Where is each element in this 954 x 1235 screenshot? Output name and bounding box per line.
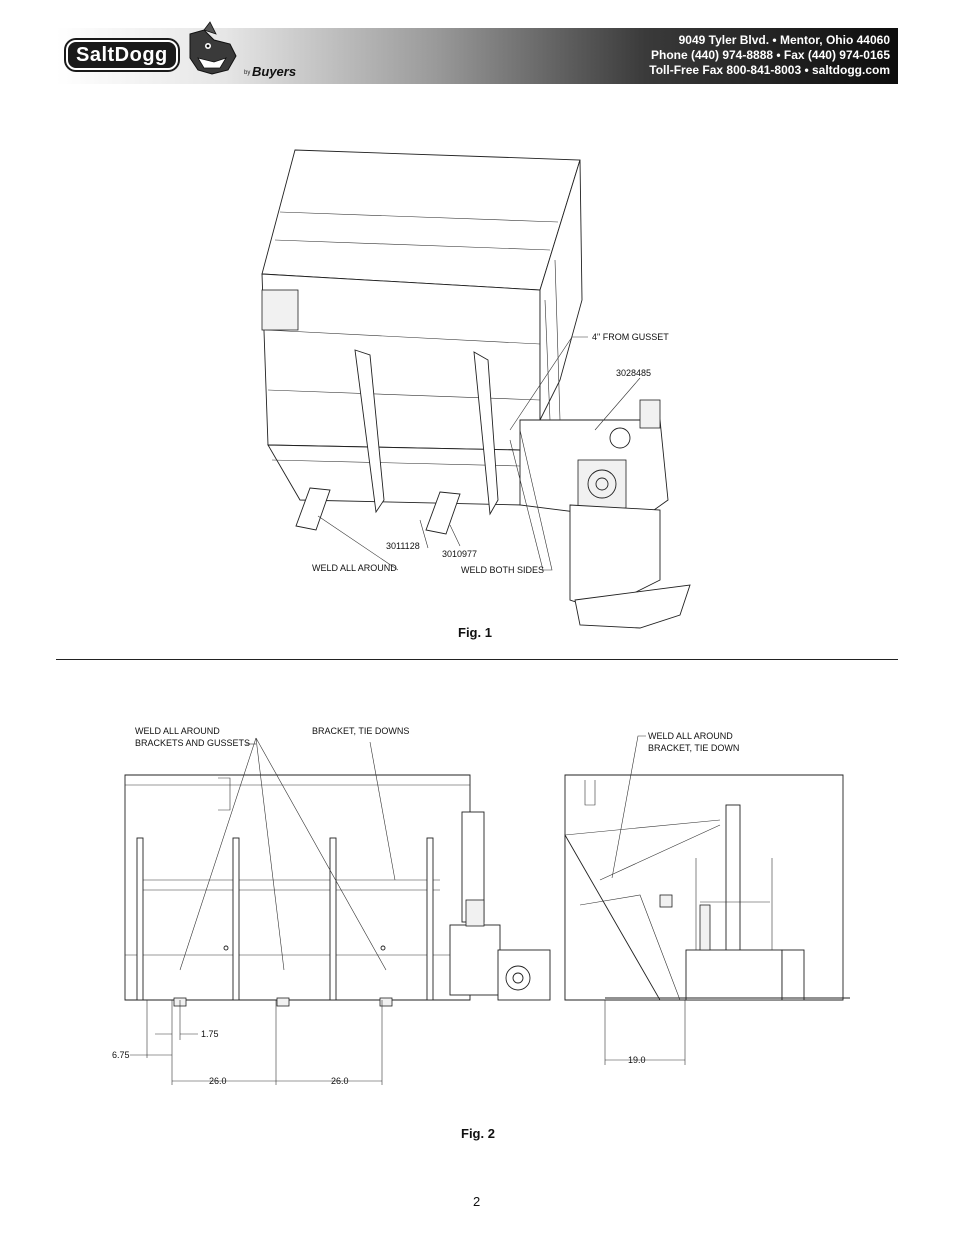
dim-19-0: 19.0 xyxy=(628,1055,646,1065)
label-weld-brackets-1: WELD ALL AROUND xyxy=(135,726,220,736)
logo-wordmark: SaltDogg xyxy=(66,40,178,70)
label-weld-tie-down-1: WELD ALL AROUND xyxy=(648,731,733,741)
label-4in-from-gusset: 4" FROM GUSSET xyxy=(592,332,669,342)
label-part-3028485: 3028485 xyxy=(616,368,651,378)
tollfree-line: Toll-Free Fax 800-841-8003 • saltdogg.co… xyxy=(649,63,890,77)
label-part-3011128: 3011128 xyxy=(386,541,420,551)
label-bracket-tie-downs: BRACKET, TIE DOWNS xyxy=(312,726,409,736)
label-weld-tie-down-2: BRACKET, TIE DOWN xyxy=(648,743,739,753)
phone-line: Phone (440) 974-8888 • Fax (440) 974-016… xyxy=(650,48,890,62)
contact-info: 9049 Tyler Blvd. • Mentor, Ohio 44060 Ph… xyxy=(649,33,890,78)
label-weld-all-around: WELD ALL AROUND xyxy=(312,563,397,573)
logo-buyers: Buyers xyxy=(252,64,297,79)
page-number: 2 xyxy=(473,1194,481,1209)
label-weld-both-sides: WELD BOTH SIDES xyxy=(461,565,544,575)
saltdogg-logo: SaltDogg by Buyers xyxy=(66,40,296,79)
dim-26-0-b: 26.0 xyxy=(331,1076,349,1086)
dim-1-75: 1.75 xyxy=(201,1029,219,1039)
address-line: 9049 Tyler Blvd. • Mentor, Ohio 44060 xyxy=(678,33,890,47)
figure-divider xyxy=(56,659,898,660)
label-weld-brackets-2: BRACKETS AND GUSSETS xyxy=(135,738,250,748)
logo-by: by xyxy=(244,70,251,76)
dim-6-75: 6.75 xyxy=(112,1050,130,1060)
fig1-caption: Fig. 1 xyxy=(458,625,492,640)
fig2-caption: Fig. 2 xyxy=(461,1126,495,1141)
label-part-3010977: 3010977 xyxy=(442,549,477,559)
dim-26-0-a: 26.0 xyxy=(209,1076,227,1086)
